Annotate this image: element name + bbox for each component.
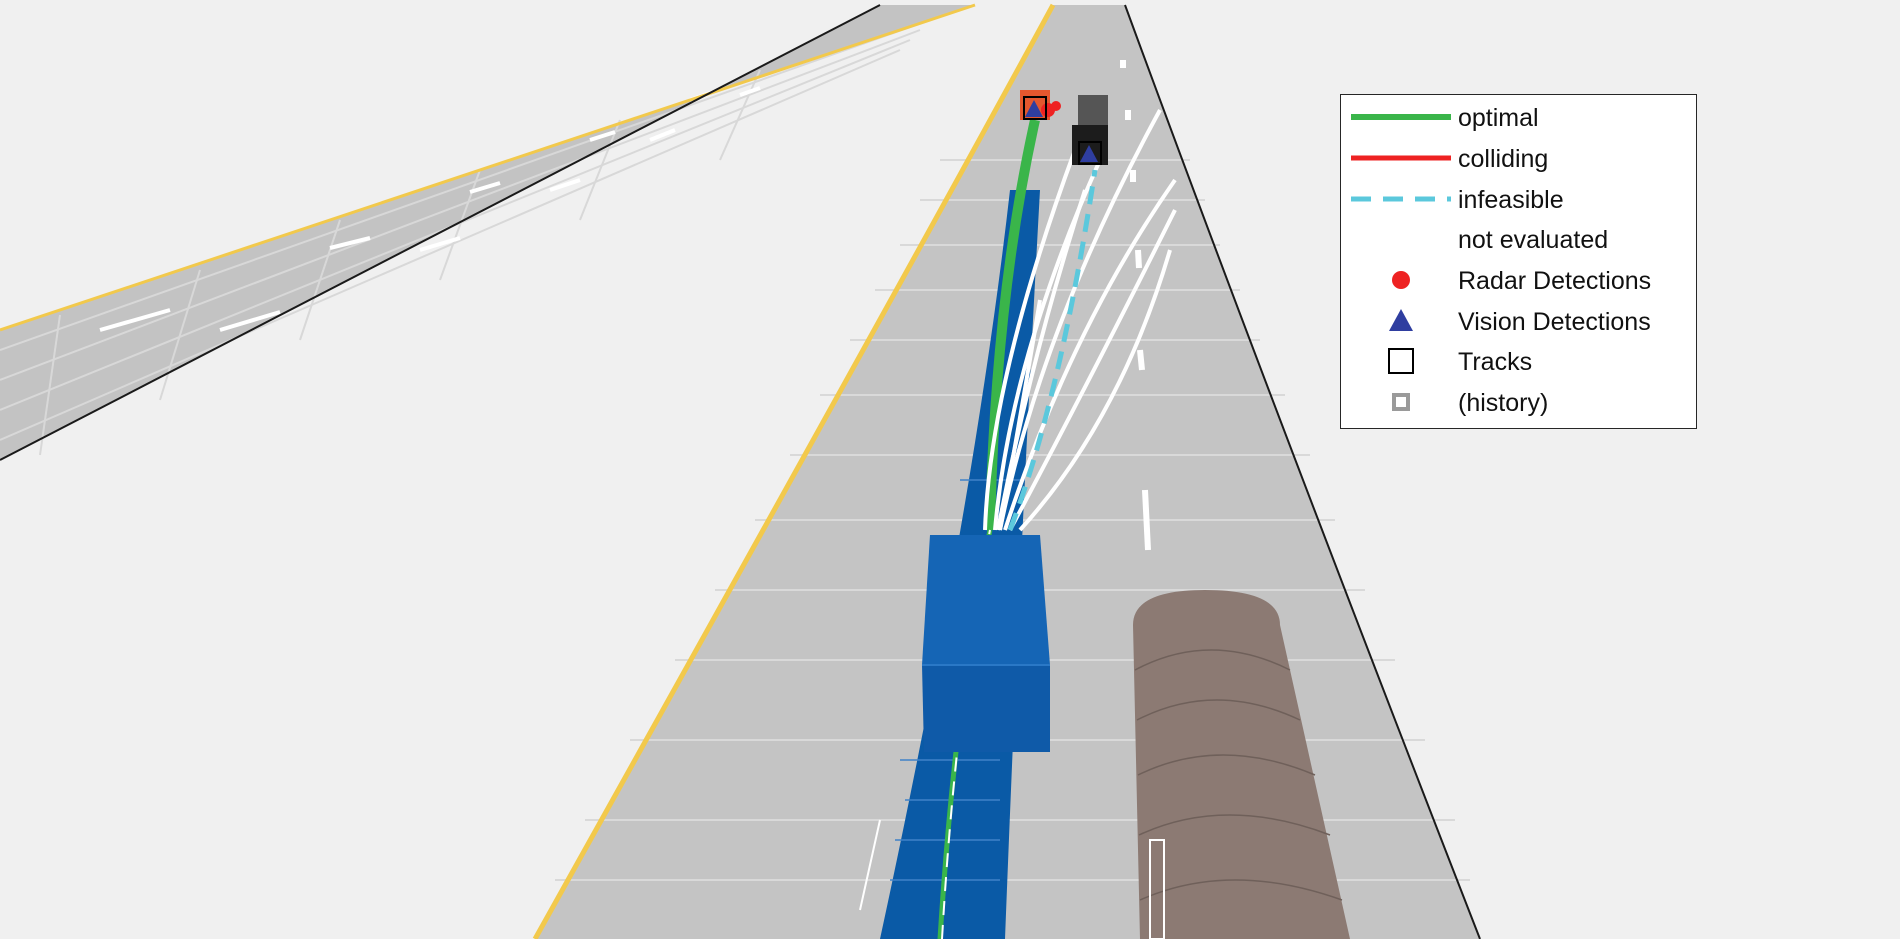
legend-item-vision: Vision Detections xyxy=(1341,301,1696,341)
radar-circle-icon xyxy=(1392,271,1410,289)
legend-label: Radar Detections xyxy=(1458,267,1652,295)
trajectory-not-evaluated xyxy=(983,109,1177,532)
legend-item-colliding: colliding xyxy=(1341,138,1696,178)
not-evaluated-line-icon xyxy=(1351,236,1451,242)
barrier xyxy=(1133,590,1350,939)
legend-item-history: (history) xyxy=(1341,382,1696,422)
vision-triangle-icon xyxy=(1389,309,1413,331)
legend-label: not evaluated xyxy=(1458,226,1609,254)
colliding-line-icon xyxy=(1351,155,1451,161)
tracks xyxy=(1023,96,1102,165)
legend-item-radar: Radar Detections xyxy=(1341,260,1696,300)
optimal-line-icon xyxy=(1351,114,1451,120)
legend: optimal colliding infeasible not evaluat… xyxy=(1340,94,1697,429)
trajectory-infeasible xyxy=(1007,169,1098,531)
legend-item-infeasible: infeasible xyxy=(1341,179,1696,219)
legend-label: optimal xyxy=(1458,104,1539,132)
track-square-icon xyxy=(1388,348,1414,374)
legend-label: Tracks xyxy=(1458,348,1533,376)
history-square-icon xyxy=(1392,393,1410,411)
left-highway xyxy=(0,3,976,461)
legend-item-optimal: optimal xyxy=(1341,97,1696,137)
legend-label: (history) xyxy=(1458,389,1549,417)
radar-detections xyxy=(1041,101,1061,117)
legend-item-tracks: Tracks xyxy=(1341,341,1696,381)
legend-label: Vision Detections xyxy=(1458,308,1651,336)
legend-label: colliding xyxy=(1458,145,1549,173)
infeasible-dashed-line-icon xyxy=(1351,196,1451,202)
legend-label: infeasible xyxy=(1458,186,1564,214)
legend-item-not-evaluated: not evaluated xyxy=(1341,219,1696,259)
ego-vehicle xyxy=(922,535,1050,752)
vision-detections xyxy=(1025,100,1098,162)
